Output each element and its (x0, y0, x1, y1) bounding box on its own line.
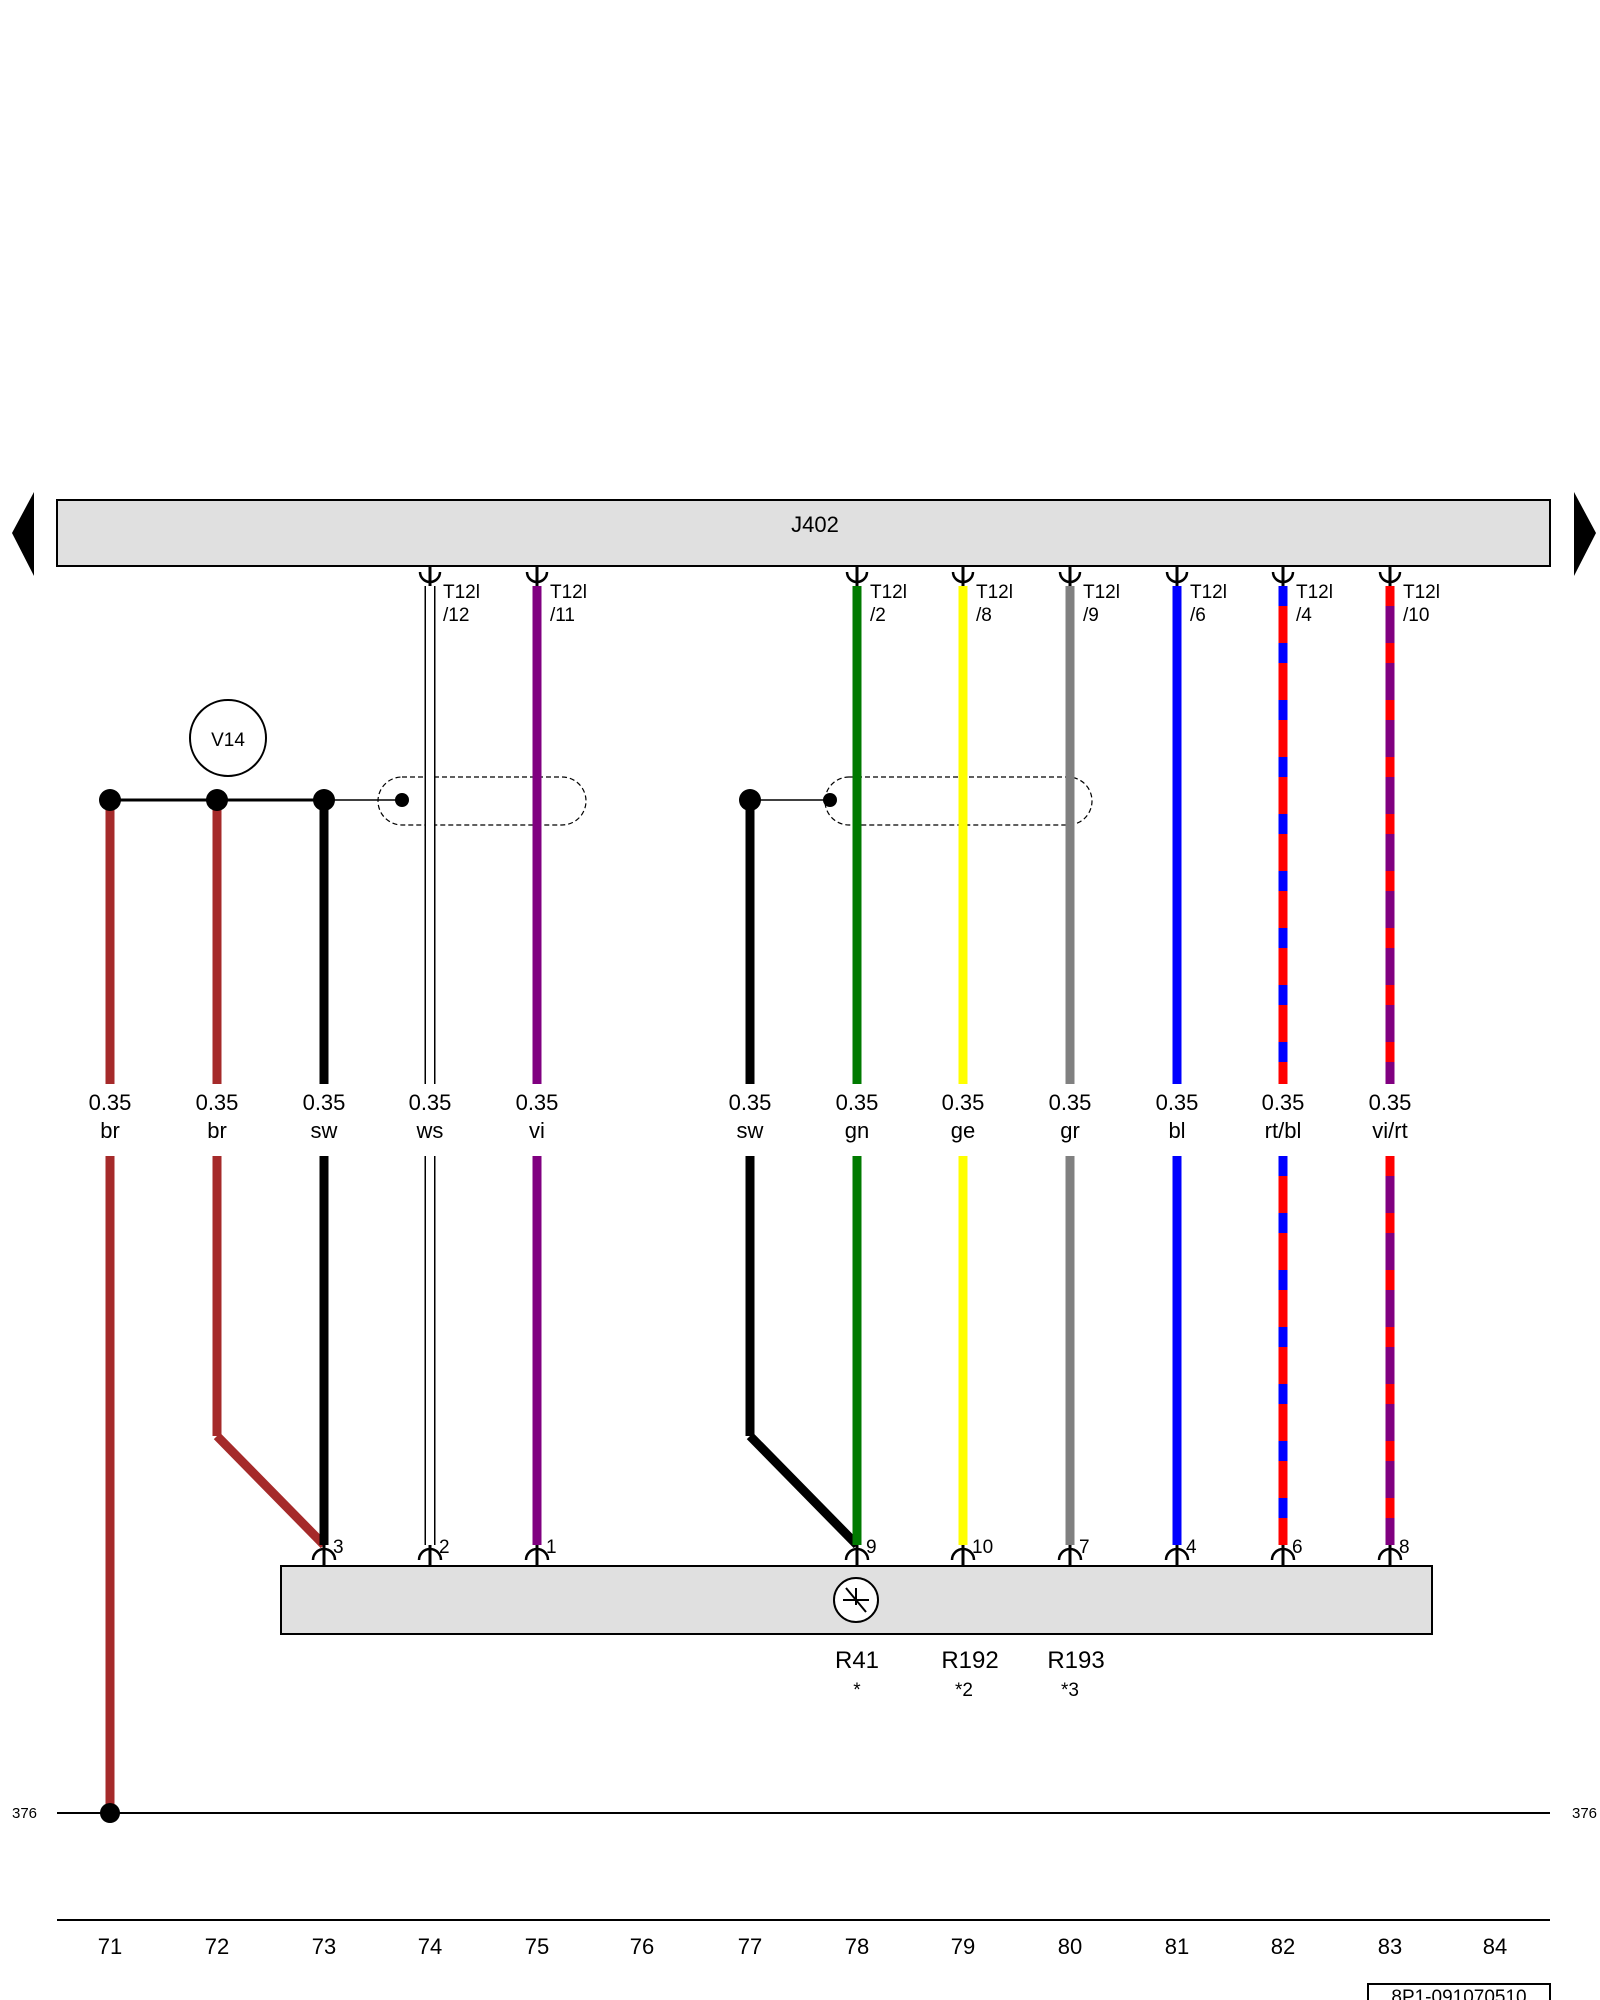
sensor-pin-label: 6 (1292, 1537, 1303, 1558)
wire-color-label: ws (416, 1118, 444, 1143)
wire-color-label: sw (311, 1118, 338, 1143)
column-number: 72 (205, 1934, 229, 1959)
j402-pin-number: /11 (550, 605, 575, 626)
sensor-symbol-icon (833, 1577, 879, 1623)
junction-dot (313, 789, 335, 811)
component-r192-label: R192 (941, 1647, 998, 1674)
ground-junction-dot (100, 1803, 120, 1823)
column-number: 80 (1058, 1934, 1082, 1959)
shield-right (824, 776, 1093, 826)
wire-size-label: 0.35 (303, 1090, 346, 1115)
sensor-pin-label: 4 (1186, 1537, 1197, 1558)
component-r193-note: *3 (1061, 1680, 1079, 1701)
wire-size-label: 0.35 (729, 1090, 772, 1115)
connector-layer: T12l/12T12l/11T12l/2T12l/8T12l/9T12l/6T1… (311, 566, 1440, 1566)
wire-color-label: gn (845, 1118, 869, 1143)
junction-dot (99, 789, 121, 811)
wire-color-label: vi (529, 1118, 545, 1143)
j402-pin-label: T12l (870, 582, 907, 603)
wire-size-label: 0.35 (1049, 1090, 1092, 1115)
wire-1-bend (213, 1432, 328, 1549)
j402-pin-number: /2 (870, 605, 886, 626)
column-number: 73 (312, 1934, 336, 1959)
j402-pin-number: /12 (443, 605, 469, 626)
column-number: 81 (1165, 1934, 1189, 1959)
wire-size-label: 0.35 (1262, 1090, 1305, 1115)
wire-color-label: gr (1060, 1118, 1080, 1143)
column-number: 75 (525, 1934, 549, 1959)
column-number: 79 (951, 1934, 975, 1959)
shield-drain-dot-right (823, 793, 837, 807)
component-r192-note: *2 (955, 1680, 973, 1701)
component-r193-label: R193 (1047, 1647, 1104, 1674)
j402-pin-number: /10 (1403, 605, 1429, 626)
j402-pin-number: /8 (976, 605, 992, 626)
j402-pin-label: T12l (550, 582, 587, 603)
j402-pin-number: /4 (1296, 605, 1312, 626)
sensor-pin-label: 2 (439, 1537, 450, 1558)
ground-point-v14-label: V14 (211, 730, 245, 751)
j402-pin-label: T12l (1190, 582, 1227, 603)
column-number: 71 (98, 1934, 122, 1959)
column-number: 78 (845, 1934, 869, 1959)
wire-size-label: 0.35 (1369, 1090, 1412, 1115)
junction-dot (206, 789, 228, 811)
wire-size-label: 0.35 (196, 1090, 239, 1115)
doc-number: 8P1-091070510 (1391, 1987, 1526, 2000)
j402-pin-label: T12l (1403, 582, 1440, 603)
junction-dot (739, 789, 761, 811)
sensor-pin-label: 3 (333, 1537, 344, 1558)
ground-ref-right: 376 (1572, 1805, 1597, 1822)
wire-color-label: rt/bl (1265, 1118, 1302, 1143)
next-page-arrow[interactable] (1574, 492, 1596, 576)
component-r41-label: R41 (835, 1647, 879, 1674)
column-number: 82 (1271, 1934, 1295, 1959)
wire-size-label: 0.35 (942, 1090, 985, 1115)
j402-pin-label: T12l (976, 582, 1013, 603)
wire-color-label: br (207, 1118, 227, 1143)
wire-size-label: 0.35 (1156, 1090, 1199, 1115)
j402-pin-label: T12l (1083, 582, 1120, 603)
doc-number-box (1367, 1983, 1551, 2000)
wire-size-label: 0.35 (836, 1090, 879, 1115)
j402-pin-label: T12l (1296, 582, 1333, 603)
wire-size-label: 0.35 (516, 1090, 559, 1115)
sensor-pin-label: 8 (1399, 1537, 1410, 1558)
sensor-pin-label: 10 (972, 1537, 993, 1558)
column-number: 76 (630, 1934, 654, 1959)
j402-pin-label: T12l (443, 582, 480, 603)
wire-color-label: vi/rt (1372, 1118, 1407, 1143)
wire-color-label: ge (951, 1118, 975, 1143)
column-number: 74 (418, 1934, 442, 1959)
ground-point-v14-circle (189, 699, 267, 777)
wires-layer: 0.35 br 0.35 br 0.35 sw 0.35 ws 0.35 vi 0.35 sw 0.35… (89, 586, 1412, 1813)
wire-size-label: 0.35 (89, 1090, 132, 1115)
column-number: 77 (738, 1934, 762, 1959)
sensor-pin-label: 7 (1079, 1537, 1090, 1558)
j402-pin-number: /9 (1083, 605, 1099, 626)
bus-layer (99, 789, 837, 811)
wire-5-bend (746, 1432, 861, 1549)
wire-color-label: bl (1168, 1118, 1185, 1143)
wire-color-label: sw (737, 1118, 764, 1143)
shield-drain-dot-left (395, 793, 409, 807)
j402-pin-number: /6 (1190, 605, 1206, 626)
shield-left (377, 776, 587, 826)
wire-size-label: 0.35 (409, 1090, 452, 1115)
column-numbers: 71 72 73 74 75 76 77 78 79 80 81 82 83 84 (98, 1934, 1507, 1959)
control-unit-box (56, 499, 1551, 567)
column-number: 83 (1378, 1934, 1402, 1959)
sensor-pin-label: 9 (866, 1537, 877, 1558)
sensor-pin-label: 1 (546, 1537, 557, 1558)
previous-page-arrow[interactable] (12, 492, 34, 576)
component-r41-note: * (853, 1680, 861, 1701)
ground-ref-left: 376 (12, 1805, 37, 1822)
wire-color-label: br (100, 1118, 120, 1143)
control-unit-label: J402 (791, 512, 839, 537)
column-number: 84 (1483, 1934, 1507, 1959)
